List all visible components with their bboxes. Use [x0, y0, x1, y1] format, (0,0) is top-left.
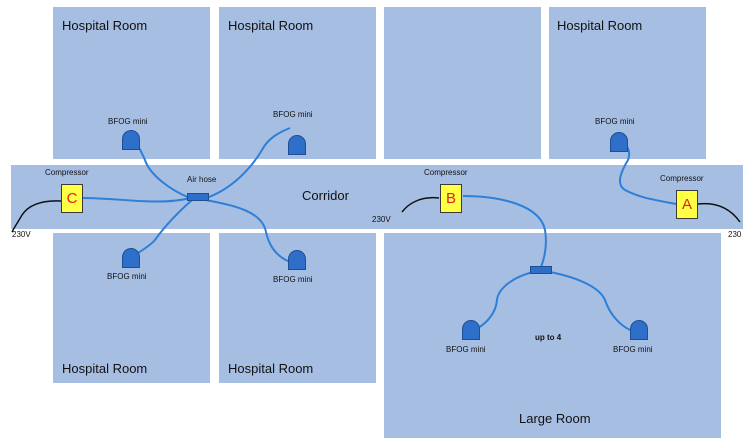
compressor-c: C — [61, 184, 83, 213]
bfog-bottom-left — [122, 248, 140, 268]
power-cable-mid — [401, 196, 440, 213]
bfog-top-right — [288, 135, 306, 155]
bfog-label-bottom-left: BFOG mini — [107, 272, 147, 281]
hospital-room-top-2 — [219, 7, 376, 159]
power-cable-left — [11, 200, 62, 233]
large-room — [384, 233, 721, 438]
corridor-label: Corridor — [302, 188, 349, 203]
room-label-top-2: Hospital Room — [228, 18, 314, 33]
hospital-room-top-4 — [549, 7, 706, 159]
air-hose-coupler-corridor — [187, 193, 209, 201]
power-label-left: 230V — [12, 230, 31, 239]
compressor-a: A — [676, 190, 698, 219]
room-label-top-4: Hospital Room — [557, 18, 643, 33]
compressor-b: B — [440, 184, 462, 213]
compressor-label-c: Compressor — [45, 168, 89, 177]
air-hose-label: Air hose — [187, 175, 217, 184]
hose-c-to-coupler — [82, 197, 191, 203]
room-label-top-1: Hospital Room — [62, 18, 148, 33]
air-hose-coupler-large-room — [530, 266, 552, 274]
bfog-label-top-left: BFOG mini — [108, 117, 148, 126]
air-hoses — [82, 127, 677, 331]
bfog-label-large-right: BFOG mini — [613, 345, 653, 354]
bfog-large-left — [462, 320, 480, 340]
hose-b-to-coupler — [462, 195, 547, 271]
hose-coupler-to-right-bfog — [549, 271, 631, 331]
compressor-label-a: Compressor — [660, 174, 704, 183]
bfog-label-bottom-right: BFOG mini — [273, 275, 313, 284]
bfog-label-large-left: BFOG mini — [446, 345, 486, 354]
power-label-mid: 230V — [372, 215, 391, 224]
room-label-bottom-1: Hospital Room — [62, 361, 148, 376]
compressor-label-b: Compressor — [424, 168, 468, 177]
hose-coupler-to-bottom-left — [130, 199, 193, 259]
bfog-large-right — [630, 320, 648, 340]
bfog-label-top-right: BFOG mini — [273, 110, 313, 119]
bfog-bottom-right — [288, 250, 306, 270]
bfog-label-top-room-4: BFOG mini — [595, 117, 635, 126]
power-cable-right — [697, 202, 741, 223]
room-label-large: Large Room — [519, 411, 591, 426]
power-label-right: 230 — [728, 230, 742, 239]
bfog-top-left — [122, 130, 140, 150]
hose-coupler-to-top-right — [205, 127, 291, 199]
hose-coupler-to-bottom-right — [205, 199, 291, 263]
room-top-3 — [384, 7, 541, 159]
room-label-bottom-2: Hospital Room — [228, 361, 314, 376]
hose-coupler-to-left-bfog — [477, 271, 534, 329]
bfog-top-room-4 — [610, 132, 628, 152]
up-to-label: up to 4 — [535, 333, 562, 342]
power-cables — [11, 196, 741, 233]
